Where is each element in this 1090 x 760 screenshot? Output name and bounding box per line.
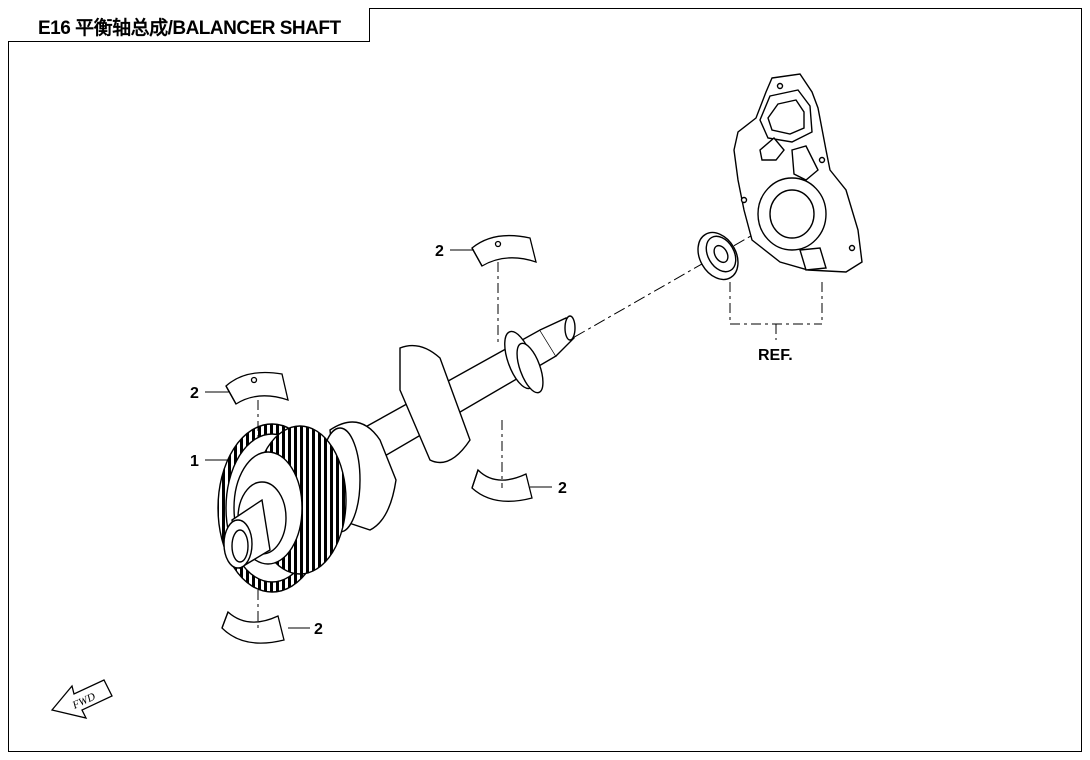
title-block xyxy=(8,8,370,42)
bearing-guides xyxy=(257,262,503,628)
fwd-arrow-icon: FWD xyxy=(50,679,113,719)
callout-2-lower-left: 2 xyxy=(314,621,323,638)
callout-1-gear: 1 xyxy=(190,453,199,470)
drive-gear xyxy=(217,423,347,593)
callout-leaders xyxy=(205,249,552,629)
cover-plate xyxy=(733,73,863,273)
ref-bracket xyxy=(729,282,823,340)
drawing-frame xyxy=(8,8,1082,752)
bearing-shell-lower-left xyxy=(221,610,285,644)
balancer-shaft xyxy=(319,315,576,533)
oil-seal xyxy=(697,231,739,281)
callout-2-upper-center: 2 xyxy=(435,243,444,260)
ref-label: REF. xyxy=(758,347,793,364)
bearing-shell-upper-left xyxy=(225,371,289,405)
callout-2-upper-left: 2 xyxy=(190,385,199,402)
callout-2-lower-center: 2 xyxy=(558,480,567,497)
bearing-shell-upper-center xyxy=(471,234,537,267)
page-title: E16 平衡轴总成/BALANCER SHAFT xyxy=(38,18,341,39)
